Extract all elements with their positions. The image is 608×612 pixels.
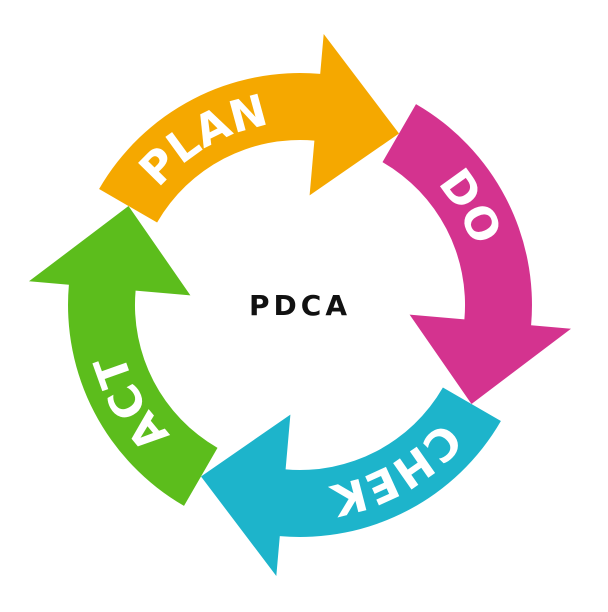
arrow-do [382, 104, 571, 404]
arrow-plan [99, 34, 399, 223]
arrow-chek [201, 387, 501, 576]
arrow-act [29, 206, 218, 506]
center-title: PDCA [249, 289, 351, 322]
